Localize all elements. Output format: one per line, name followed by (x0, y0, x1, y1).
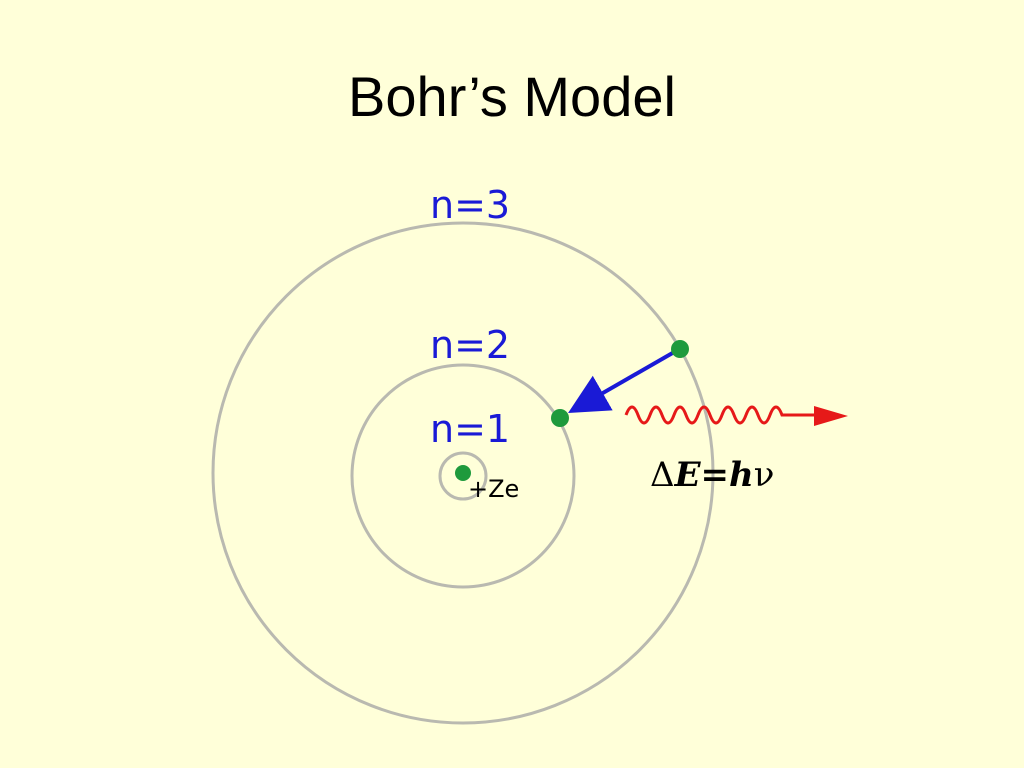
slide-title: Bohr’s Model (348, 65, 676, 128)
orbit-n3 (211, 221, 715, 725)
orbit-n1 (438, 451, 488, 501)
orbit-label-n2: n=2 (430, 323, 510, 367)
nucleus-label: +Ze (468, 475, 519, 503)
transition-arrow-icon (568, 349, 677, 413)
photon-arrowhead-icon (814, 406, 848, 426)
orbit-n2 (350, 363, 576, 589)
photon-wave-icon (624, 405, 818, 425)
electron-outer (671, 340, 689, 358)
energy-equals: = (700, 455, 729, 495)
energy-E: E (674, 455, 702, 495)
energy-h: h (729, 455, 754, 495)
electron-inner (551, 409, 569, 427)
nucleus (455, 465, 471, 481)
orbit-label-n1: n=1 (430, 407, 510, 451)
energy-delta: Δ (650, 455, 675, 495)
energy-nu: ν (754, 455, 775, 495)
energy-relation: ΔE=hν (650, 455, 774, 495)
orbit-label-n3: n=3 (430, 183, 510, 227)
